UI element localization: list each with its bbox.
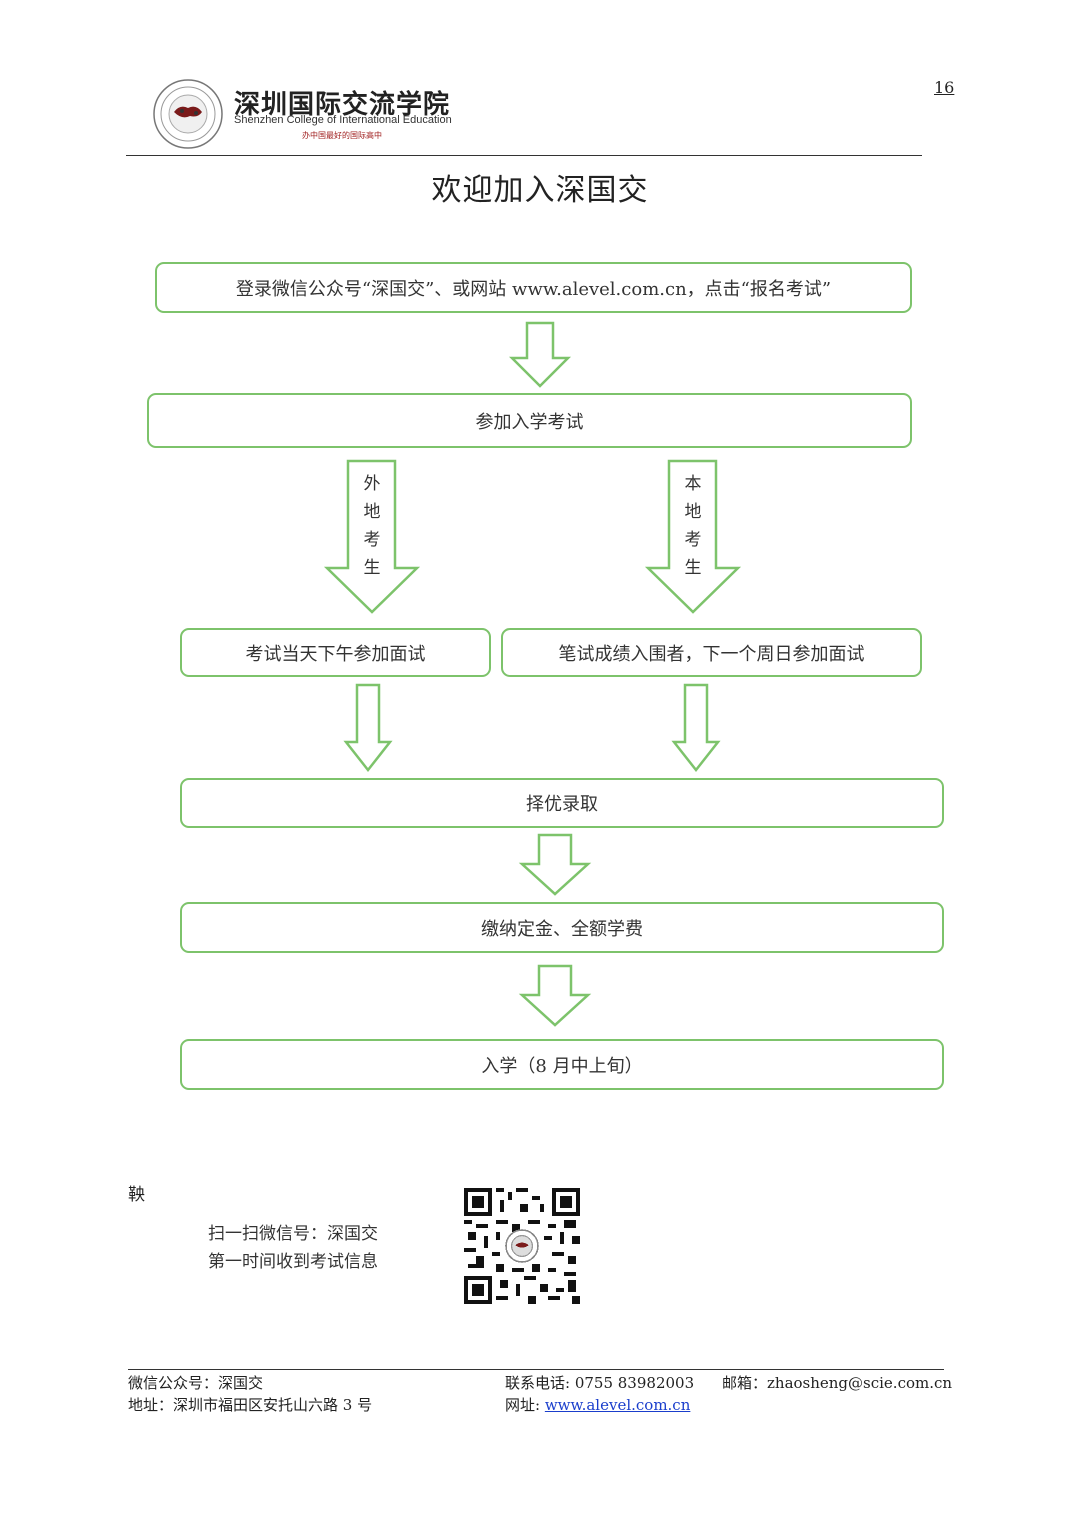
step-pay-fees: 缴纳定金、全额学费	[180, 902, 944, 953]
down-arrow-icon	[343, 683, 393, 773]
footer-divider	[128, 1369, 944, 1370]
footer-email: 邮箱：zhaosheng@scie.com.cn	[722, 1374, 953, 1392]
down-arrow-icon	[644, 459, 742, 614]
school-name-cn: 深圳国际交流学院	[234, 90, 451, 120]
qr-caption-line1: 扫一扫微信号：深国交	[208, 1224, 378, 1244]
school-tagline: 办中国最好的国际高中	[302, 131, 382, 140]
step-register: 登录微信公众号“深国交”、或网站 www.alevel.com.cn，点击“报名…	[155, 262, 912, 313]
wechat-qr-code-icon	[464, 1188, 580, 1304]
header-divider	[126, 155, 922, 156]
footer-website-label: 网址:	[505, 1396, 541, 1414]
down-arrow-icon	[323, 459, 421, 614]
branch-label-nonlocal: 外地考生	[363, 474, 381, 578]
qr-caption-line2: 第一时间收到考试信息	[208, 1252, 378, 1272]
step-enrollment: 入学（8 月中上旬）	[180, 1039, 944, 1090]
down-arrow-icon	[518, 964, 592, 1027]
school-logo-icon	[153, 79, 223, 149]
down-arrow-icon	[508, 321, 572, 388]
down-arrow-icon	[518, 833, 592, 896]
website-link[interactable]: www.alevel.com.cn	[544, 1396, 691, 1414]
footer-website: 网址: www.alevel.com.cn	[505, 1394, 690, 1415]
school-name-en: Shenzhen College of International Educat…	[234, 114, 452, 126]
page-title: 欢迎加入深国交	[431, 173, 649, 208]
step-entrance-exam: 参加入学考试	[147, 393, 912, 448]
step-interview-next-sunday: 笔试成绩入围者，下一个周日参加面试	[501, 628, 922, 677]
footer-wechat: 微信公众号：深国交	[128, 1374, 264, 1392]
step-admission: 择优录取	[180, 778, 944, 828]
stray-character: 鞅	[128, 1185, 145, 1205]
down-arrow-icon	[671, 683, 721, 773]
page-number: 16	[934, 78, 955, 97]
branch-label-local: 本地考生	[684, 474, 702, 578]
footer-address: 地址：深圳市福田区安托山六路 3 号	[128, 1396, 373, 1414]
footer-phone: 联系电话: 0755 83982003	[505, 1374, 695, 1392]
step-interview-same-day: 考试当天下午参加面试	[180, 628, 491, 677]
